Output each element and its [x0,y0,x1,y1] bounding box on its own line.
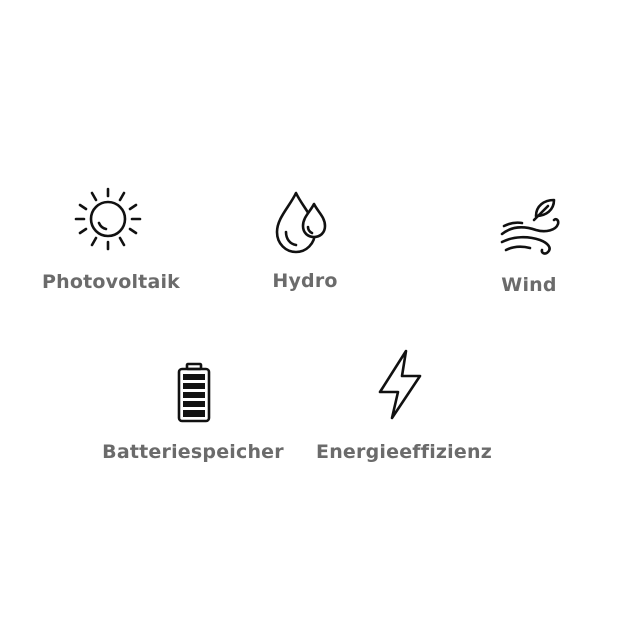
category-label: Wind [501,274,557,296]
lightning-bolt-icon [378,349,422,420]
sun-icon [74,187,142,251]
category-label: Photovoltaik [41,271,181,293]
category-label: Batteriespeicher [102,441,284,463]
category-label: Energieeffizienz [316,441,492,463]
water-drops-icon [275,191,327,254]
battery-icon [177,362,211,423]
category-label: Hydro [272,270,338,292]
wind-leaf-icon [500,198,560,255]
